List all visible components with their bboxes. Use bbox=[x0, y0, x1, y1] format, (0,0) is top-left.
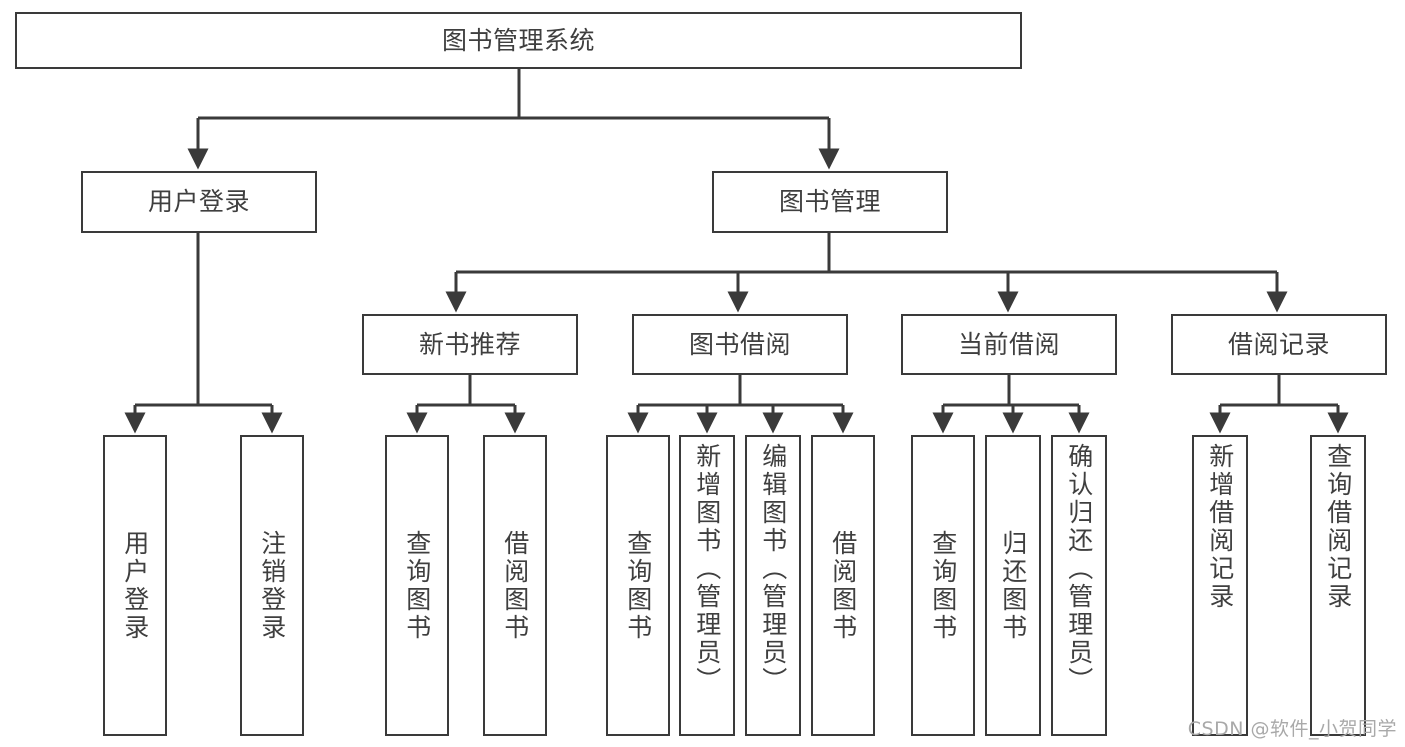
node-leaf-add-book-label: 新增图书（管理员） bbox=[692, 443, 722, 695]
node-leaf-query-book-recommend-label: 查询图书 bbox=[402, 529, 432, 642]
node-borrow-record[interactable]: 借阅记录 bbox=[1171, 314, 1387, 375]
node-user-login[interactable]: 用户登录 bbox=[81, 171, 317, 233]
node-leaf-user-login-label: 用户登录 bbox=[120, 529, 150, 642]
node-book-management[interactable]: 图书管理 bbox=[712, 171, 948, 233]
node-current-borrow-label: 当前借阅 bbox=[957, 329, 1060, 359]
node-leaf-query-book-recommend[interactable]: 查询图书 bbox=[385, 435, 449, 736]
node-leaf-edit-book-label: 编辑图书（管理员） bbox=[758, 443, 788, 695]
node-book-borrow-label: 图书借阅 bbox=[688, 329, 791, 359]
node-leaf-query-book-current-label: 查询图书 bbox=[928, 529, 958, 642]
node-leaf-user-logout[interactable]: 注销登录 bbox=[240, 435, 304, 736]
node-leaf-confirm-return-label: 确认归还（管理员） bbox=[1064, 443, 1094, 695]
node-leaf-edit-book[interactable]: 编辑图书（管理员） bbox=[745, 435, 801, 736]
node-leaf-borrow-book[interactable]: 借阅图书 bbox=[811, 435, 875, 736]
node-leaf-query-book-borrow-label: 查询图书 bbox=[623, 529, 653, 642]
node-leaf-borrow-book-label: 借阅图书 bbox=[828, 529, 858, 642]
node-new-book-recommend-label: 新书推荐 bbox=[418, 329, 521, 359]
node-new-book-recommend[interactable]: 新书推荐 bbox=[362, 314, 578, 375]
node-leaf-query-borrow-record[interactable]: 查询借阅记录 bbox=[1310, 435, 1366, 736]
node-root-label: 图书管理系统 bbox=[441, 25, 595, 55]
node-leaf-user-logout-label: 注销登录 bbox=[257, 529, 287, 642]
node-current-borrow[interactable]: 当前借阅 bbox=[901, 314, 1117, 375]
node-leaf-return-book-label: 归还图书 bbox=[998, 529, 1028, 642]
node-leaf-confirm-return[interactable]: 确认归还（管理员） bbox=[1051, 435, 1107, 736]
node-leaf-borrow-book-recommend[interactable]: 借阅图书 bbox=[483, 435, 547, 736]
node-user-login-label: 用户登录 bbox=[147, 187, 250, 217]
node-leaf-user-login[interactable]: 用户登录 bbox=[103, 435, 167, 736]
node-leaf-query-book-current[interactable]: 查询图书 bbox=[911, 435, 975, 736]
node-leaf-add-book[interactable]: 新增图书（管理员） bbox=[679, 435, 735, 736]
node-root-system[interactable]: 图书管理系统 bbox=[15, 12, 1022, 69]
node-leaf-add-borrow-record-label: 新增借阅记录 bbox=[1205, 443, 1235, 611]
node-leaf-query-book-borrow[interactable]: 查询图书 bbox=[606, 435, 670, 736]
node-leaf-add-borrow-record[interactable]: 新增借阅记录 bbox=[1192, 435, 1248, 736]
node-leaf-query-borrow-record-label: 查询借阅记录 bbox=[1323, 443, 1353, 611]
node-leaf-borrow-book-recommend-label: 借阅图书 bbox=[500, 529, 530, 642]
watermark-text: CSDN @软件_小贺同学 bbox=[1187, 718, 1397, 740]
node-book-borrow[interactable]: 图书借阅 bbox=[632, 314, 848, 375]
node-leaf-return-book[interactable]: 归还图书 bbox=[985, 435, 1041, 736]
node-book-management-label: 图书管理 bbox=[778, 187, 881, 217]
node-borrow-record-label: 借阅记录 bbox=[1227, 329, 1330, 359]
